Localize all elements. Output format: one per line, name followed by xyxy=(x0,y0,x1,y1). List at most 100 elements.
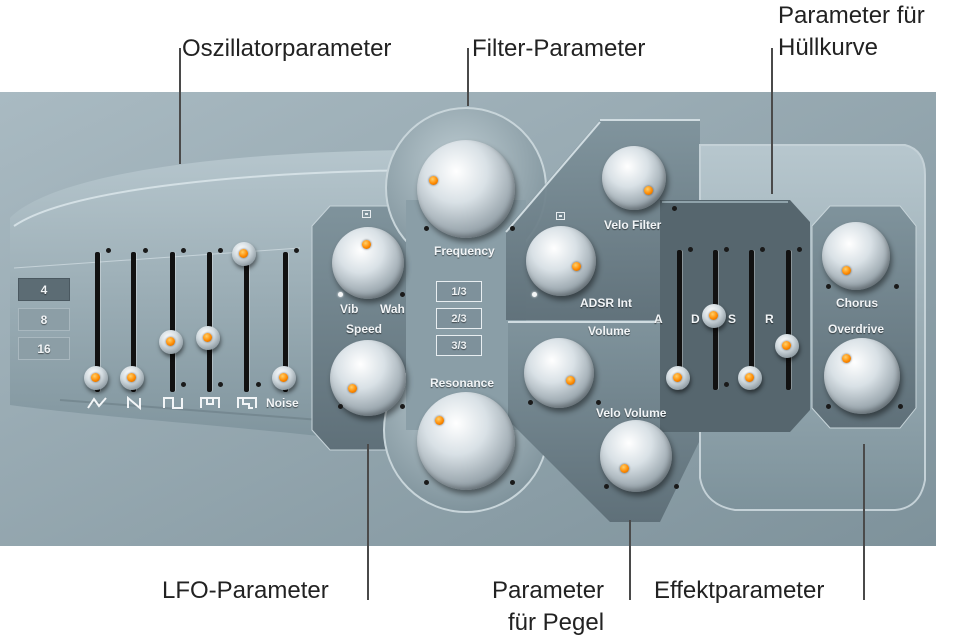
fader-track xyxy=(170,252,175,392)
knob-indicator xyxy=(620,464,629,473)
led xyxy=(338,404,343,409)
pulse-fader[interactable] xyxy=(196,326,220,350)
knob-indicator xyxy=(566,376,575,385)
fader-indicator xyxy=(203,333,212,342)
fader-indicator xyxy=(91,373,100,382)
callout-effects: Effektparameter xyxy=(654,577,825,604)
sustain-label: S xyxy=(728,312,737,326)
adsr-indicator-icon xyxy=(556,212,565,220)
octave-button-16[interactable]: 16 xyxy=(18,337,70,360)
speed-knob[interactable] xyxy=(330,340,406,416)
led xyxy=(674,484,679,489)
chorus-label: Chorus xyxy=(836,296,878,310)
knob-indicator xyxy=(362,240,371,249)
resonance-label: Resonance xyxy=(430,376,495,390)
callout-lfo: LFO-Parameter xyxy=(162,577,329,604)
fader-indicator xyxy=(166,337,175,346)
sawtooth-wave-icon xyxy=(87,397,107,409)
sawtooth-alt-fader[interactable] xyxy=(120,366,144,390)
fader-track xyxy=(283,252,288,392)
led xyxy=(688,247,693,252)
pulse-narrow-wave-icon xyxy=(237,397,257,409)
fader-indicator xyxy=(745,373,754,382)
fader-track xyxy=(244,252,249,392)
led xyxy=(510,480,515,485)
callout-envelope-1: Parameter für xyxy=(778,2,925,29)
volume-knob[interactable] xyxy=(524,338,594,408)
knob-indicator xyxy=(435,416,444,425)
octave-button-8[interactable]: 8 xyxy=(18,308,70,331)
led xyxy=(218,382,223,387)
led xyxy=(181,248,186,253)
chorus-knob[interactable] xyxy=(822,222,890,290)
voices-button-3-3[interactable]: 3/3 xyxy=(436,335,482,356)
velo-volume-knob[interactable] xyxy=(600,420,672,492)
led xyxy=(400,404,405,409)
led xyxy=(424,226,429,231)
led xyxy=(106,248,111,253)
attack-fader[interactable] xyxy=(666,366,690,390)
led xyxy=(218,248,223,253)
callout-filter: Filter-Parameter xyxy=(472,35,646,62)
led xyxy=(181,382,186,387)
sustain-fader[interactable] xyxy=(738,366,762,390)
fader-indicator xyxy=(127,373,136,382)
led xyxy=(724,382,729,387)
pulse-wave-icon xyxy=(200,397,220,408)
release-fader[interactable] xyxy=(775,334,799,358)
octave-button-4[interactable]: 4 xyxy=(18,278,70,301)
sawtooth-alt-wave-icon xyxy=(127,396,141,410)
adsr-int-knob[interactable] xyxy=(526,226,596,296)
fader-indicator xyxy=(709,311,718,320)
fader-track xyxy=(131,252,136,392)
square-fader[interactable] xyxy=(159,330,183,354)
attack-label: A xyxy=(654,312,663,326)
fader-indicator xyxy=(279,373,288,382)
voices-button-1-3[interactable]: 1/3 xyxy=(436,281,482,302)
knob-indicator xyxy=(348,384,357,393)
fader-track xyxy=(677,250,682,390)
led xyxy=(894,284,899,289)
led xyxy=(510,226,515,231)
voices-button-2-3[interactable]: 2/3 xyxy=(436,308,482,329)
vib-led xyxy=(338,292,343,297)
led xyxy=(724,247,729,252)
fader-track xyxy=(95,252,100,392)
led xyxy=(256,382,261,387)
lfo-knob[interactable] xyxy=(332,227,404,299)
knob-indicator xyxy=(429,176,438,185)
velo-filter-label: Velo Filter xyxy=(604,218,662,232)
knob-indicator xyxy=(842,266,851,275)
velo-filter-knob[interactable] xyxy=(602,146,666,210)
led xyxy=(826,284,831,289)
frequency-knob[interactable] xyxy=(417,140,515,238)
led xyxy=(898,404,903,409)
fader-indicator xyxy=(782,341,791,350)
knob-indicator xyxy=(842,354,851,363)
sawtooth-fader[interactable] xyxy=(84,366,108,390)
square-wave-icon xyxy=(163,397,183,409)
noise-fader[interactable] xyxy=(272,366,296,390)
velo-volume-label: Velo Volume xyxy=(596,406,667,420)
overdrive-label: Overdrive xyxy=(828,322,885,336)
vib-label: Vib xyxy=(340,302,359,316)
release-label: R xyxy=(765,312,774,326)
resonance-knob[interactable] xyxy=(417,392,515,490)
decay-label: D xyxy=(691,312,700,326)
led xyxy=(294,248,299,253)
led xyxy=(826,404,831,409)
callout-level-2: für Pegel xyxy=(508,609,605,636)
callout-level-1: Parameter xyxy=(492,577,605,604)
knob-indicator xyxy=(644,186,653,195)
led xyxy=(797,247,802,252)
adsr-led xyxy=(532,292,537,297)
adsr-int-label: ADSR Int xyxy=(580,296,632,310)
decay-fader[interactable] xyxy=(702,304,726,328)
led xyxy=(424,480,429,485)
noise-label: Noise xyxy=(266,396,299,410)
volume-label: Volume xyxy=(588,324,631,338)
pulse-narrow-fader[interactable] xyxy=(232,242,256,266)
overdrive-knob[interactable] xyxy=(824,338,900,414)
fader-indicator xyxy=(239,249,248,258)
knob-indicator xyxy=(572,262,581,271)
